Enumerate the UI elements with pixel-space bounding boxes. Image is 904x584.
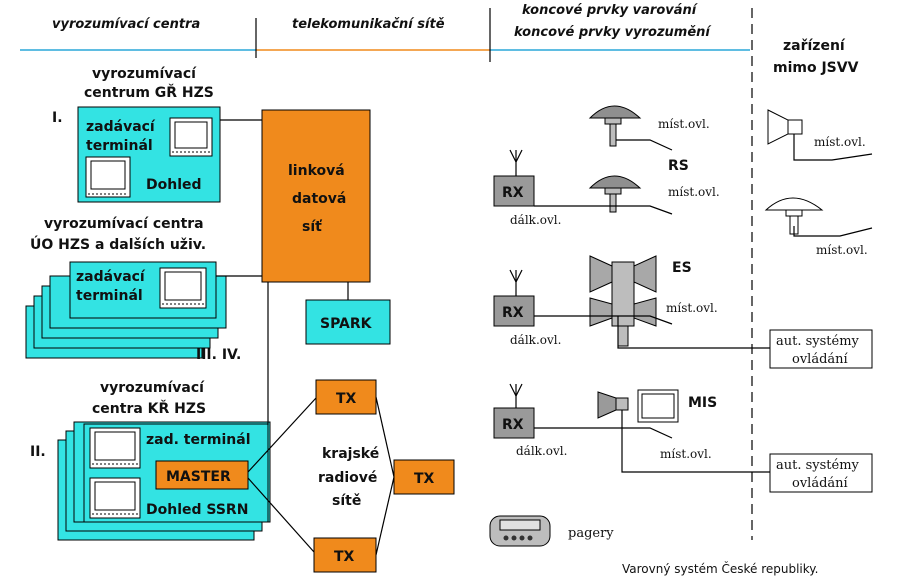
tx-label-bottom: TX <box>334 549 355 565</box>
es-label: ES <box>672 260 692 276</box>
monitor-icon <box>159 267 207 309</box>
siren-dome-icon <box>764 197 824 235</box>
rx-box-es <box>493 295 535 327</box>
dalk-ovl-label-mis: dálk.ovl. <box>516 444 567 458</box>
uo-title-line1: vyrozumívací centra <box>44 216 204 232</box>
uo-roman: III. IV. <box>196 347 241 363</box>
header-col4-line2: mimo JSVV <box>773 60 859 76</box>
outside-jsvv: míst.ovl. míst.ovl. aut. systémy ovládán… <box>764 109 873 493</box>
uo-title-line2: ÚO HZS a dalších uživ. <box>30 235 206 253</box>
tx-label-right: TX <box>414 471 435 487</box>
uo-terminal-line1: zadávací <box>76 269 146 285</box>
gr-title-line2: centrum GŘ HZS <box>84 84 214 101</box>
aut-systemy-line2-b: ovládání <box>792 476 849 491</box>
siren-dome-icon <box>588 175 642 213</box>
tx-box-right <box>393 459 455 495</box>
linkova-line3: síť <box>302 219 323 235</box>
center-gr-hzs: vyrozumívací centrum GŘ HZS I. zadávací … <box>52 66 262 203</box>
center-uo-hzs: vyrozumívací centra ÚO HZS a dalších uži… <box>25 216 262 363</box>
tx-label-top: TX <box>336 391 357 407</box>
monitor-icon <box>89 477 141 519</box>
gr-title-line1: vyrozumívací <box>92 66 197 82</box>
master-label: MASTER <box>166 469 231 485</box>
linkova-line1: linková <box>288 163 345 179</box>
network-section: linková datová síť SPARK TX TX TX krajsk… <box>247 109 455 573</box>
pager-icon <box>489 515 551 547</box>
linkova-datova-sit-box <box>261 109 371 283</box>
tx-box-bottom <box>313 537 377 573</box>
monitor-icon <box>85 156 131 198</box>
dalk-ovl-label-rs: dálk.ovl. <box>510 213 561 227</box>
aut-systemy-line1-b: aut. systémy <box>776 458 860 473</box>
rx-label-rs: RX <box>502 185 524 201</box>
krajske-line2: radiové <box>318 470 377 486</box>
mist-ovl-label-mis: míst.ovl. <box>660 447 712 461</box>
mist-ovl-label-outside1: míst.ovl. <box>814 135 866 149</box>
monitor-icon <box>89 427 141 469</box>
tx-box-top <box>315 379 377 415</box>
kr-terminal: zad. terminál <box>146 432 251 448</box>
rx-label-mis: RX <box>502 417 524 433</box>
terminal-mis: RX dálk.ovl. MIS míst.ovl. <box>493 383 770 473</box>
gr-terminal-line1: zadávací <box>86 119 156 135</box>
header: vyrozumívací centra telekomunikační sítě… <box>20 3 859 540</box>
rx-label-es: RX <box>502 305 524 321</box>
center-kr-hzs: vyrozumívací centra KŘ HZS II. zad. term… <box>30 280 271 541</box>
aut-systemy-line2-a: ovládání <box>792 352 849 367</box>
aut-systemy-line1-a: aut. systémy <box>776 334 860 349</box>
master-box <box>155 460 249 490</box>
loudspeaker-icon <box>597 391 629 419</box>
electronic-siren-icon <box>589 255 657 347</box>
kr-title-line2: centra KŘ HZS <box>92 400 206 417</box>
antenna-icon <box>509 149 523 176</box>
header-col3-line1: koncové prvky varování <box>522 3 699 18</box>
terminal-es: RX dálk.ovl. ES míst.ovl. <box>493 255 770 349</box>
mis-label: MIS <box>688 395 717 411</box>
mist-ovl-label-rs: míst.ovl. <box>668 185 720 199</box>
rx-box-mis <box>493 407 535 439</box>
mist-ovl-label-outside2: míst.ovl. <box>816 243 868 257</box>
antenna-icon <box>509 269 523 296</box>
gr-roman: I. <box>52 110 63 126</box>
caption: Varovný systém České republiky. <box>622 561 818 576</box>
spark-box <box>305 299 391 345</box>
aut-systemy-box-2 <box>769 453 873 493</box>
mist-ovl-label: míst.ovl. <box>658 117 710 131</box>
display-icon <box>637 389 679 423</box>
spark-label: SPARK <box>320 316 373 332</box>
kr-dohled: Dohled SSRN <box>146 502 248 518</box>
kr-title-line1: vyrozumívací <box>100 380 205 396</box>
horn-speaker-icon <box>767 109 803 145</box>
mist-ovl-label-es: míst.ovl. <box>666 301 718 315</box>
gr-terminal-line2: terminál <box>86 138 153 154</box>
uo-terminal-line2: terminál <box>76 288 143 304</box>
header-col1: vyrozumívací centra <box>52 17 200 32</box>
rs-label: RS <box>668 158 689 174</box>
antenna-icon <box>509 383 523 408</box>
krajske-line1: krajské <box>322 446 379 462</box>
pagery-label: pagery <box>568 526 614 541</box>
header-col4-line1: zařízení <box>783 38 846 54</box>
rx-box-rs <box>493 175 535 207</box>
siren-dome-icon <box>588 105 642 147</box>
krajske-line3: sítě <box>332 493 361 509</box>
aut-systemy-box-1 <box>769 329 873 369</box>
dalk-ovl-label-es: dálk.ovl. <box>510 333 561 347</box>
header-col2: telekomunikační sítě <box>292 17 445 32</box>
pager-group: pagery <box>489 515 614 547</box>
kr-roman: II. <box>30 444 46 460</box>
terminal-rs: míst.ovl. RX dálk.ovl. RS míst.ovl. <box>493 105 720 227</box>
header-col3-line2: koncové prvky vyrozumění <box>514 25 712 40</box>
gr-dohled: Dohled <box>146 177 202 193</box>
monitor-icon <box>169 117 213 157</box>
linkova-line2: datová <box>292 191 346 207</box>
